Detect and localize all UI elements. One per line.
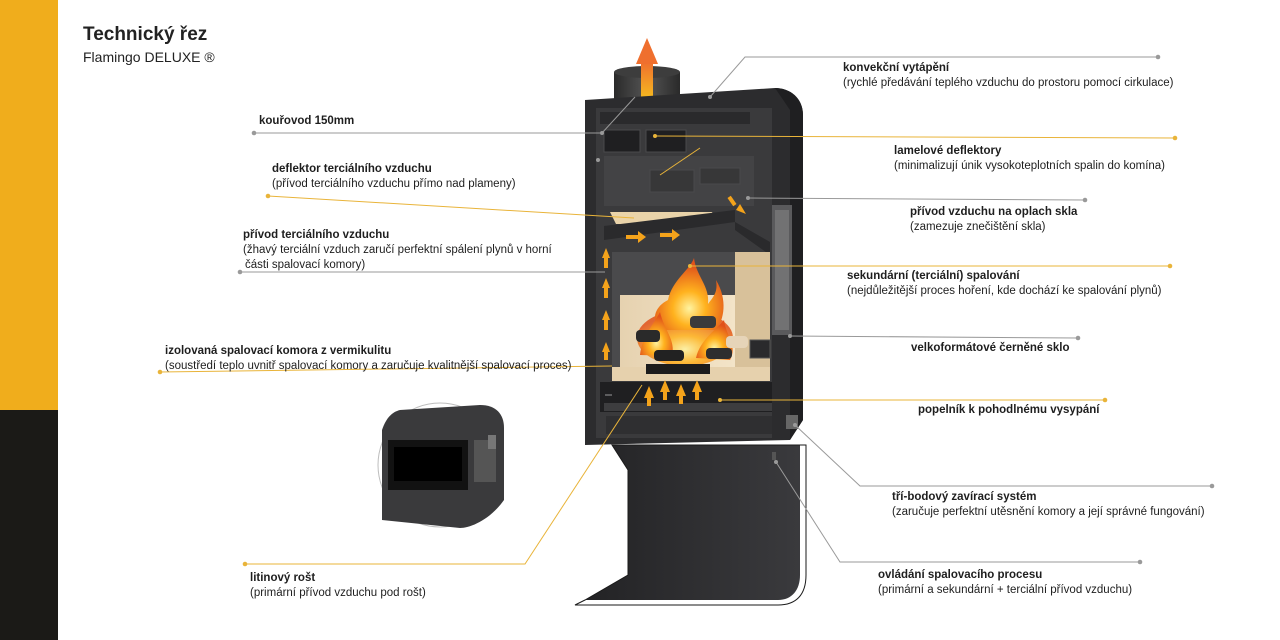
- stove-stand: [574, 444, 807, 606]
- label-konvekcni: konvekční vytápění (rychlé předávání tep…: [843, 62, 1174, 89]
- label-deflektor: deflektor terciálního vzduchu (přívod te…: [272, 163, 516, 190]
- accent-stripe-dark: [0, 410, 58, 640]
- label-kourovod: kouřovod 150mm: [259, 115, 355, 127]
- label-sklo: velkoformátové černěné sklo: [911, 342, 1070, 354]
- label-lamelove: lamelové deflektory (minimalizují únik v…: [894, 145, 1166, 172]
- label-privod-terc: přívod terciálního vzduchu (žhavý terciá…: [243, 229, 552, 271]
- airflow-arrows: [602, 195, 746, 406]
- leader-lines-gray: [240, 56, 1212, 563]
- label-popelnik: popelník k pohodlnému vysypání: [918, 404, 1100, 416]
- page-subtitle: Flamingo DELUXE ®: [83, 49, 215, 65]
- logs-icon: [636, 316, 748, 374]
- label-tribodovy: tří-bodový zavírací systém (zaručuje per…: [892, 491, 1205, 518]
- ash-drawer-detail-inset: [377, 402, 504, 528]
- label-izolovana: izolovaná spalovací komora z vermikulitu…: [165, 345, 572, 372]
- label-oplach: přívod vzduchu na oplach skla (zamezuje …: [910, 206, 1078, 233]
- label-litinovy: litinový rošt (primární přívod vzduchu p…: [250, 572, 426, 599]
- label-sekundarni: sekundární (terciální) spalování (nejdůl…: [847, 270, 1162, 297]
- page-title: Technický řez: [83, 24, 208, 45]
- accent-stripe-yellow: [0, 0, 58, 410]
- flue-arrow-icon: [636, 38, 658, 102]
- leader-lines-yellow: [159, 135, 1176, 565]
- label-ovladani: ovládání spalovacího procesu (primární a…: [878, 569, 1133, 596]
- leader-dots: [157, 54, 1215, 567]
